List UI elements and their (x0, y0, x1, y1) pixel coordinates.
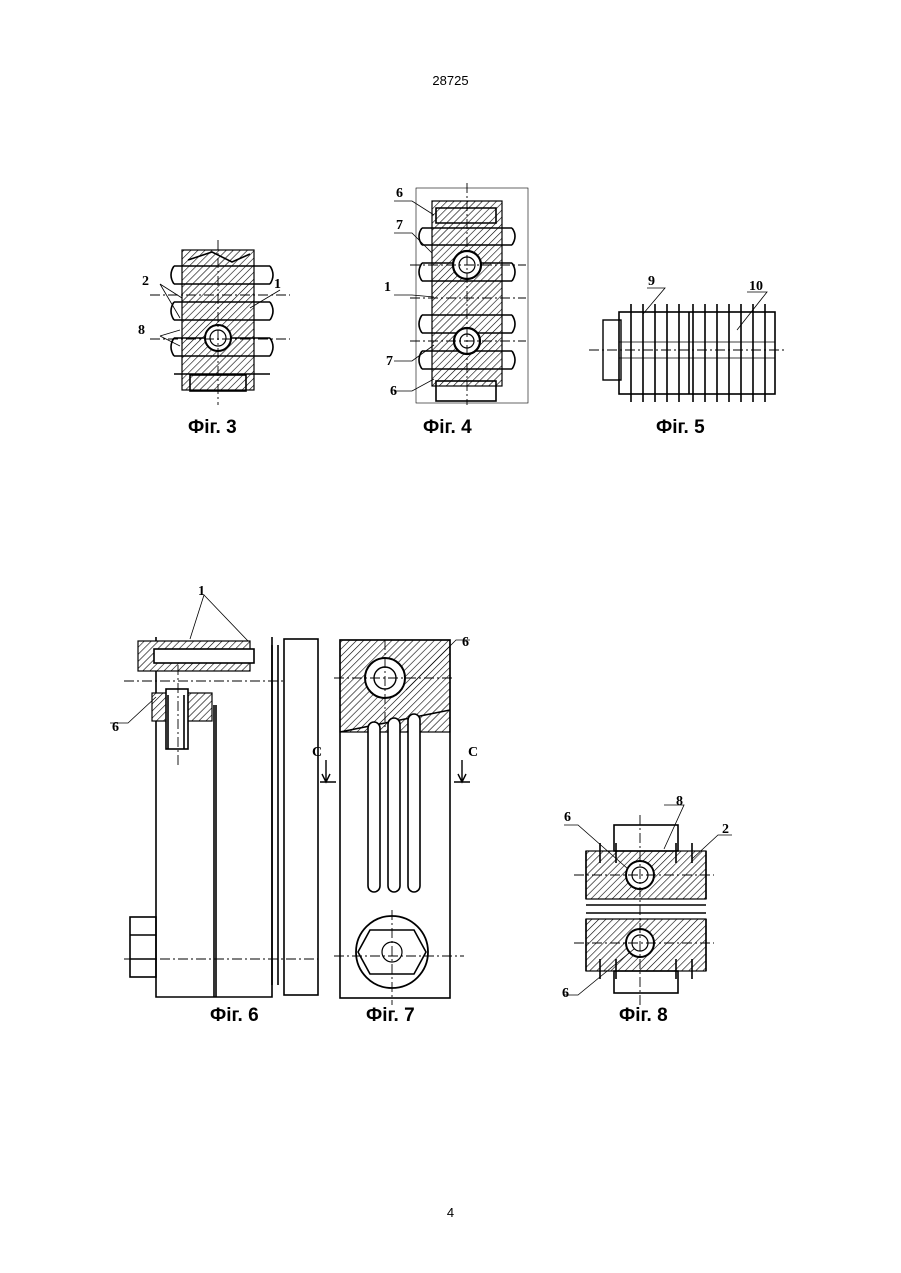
label-7-bottom: 7 (386, 354, 393, 369)
section-label-c-right: С (468, 745, 478, 760)
label-1: 1 (384, 280, 391, 295)
figure-6-drawing: 1 6 (108, 585, 323, 1005)
label-7-top: 7 (396, 218, 403, 233)
figure-6-caption: Фіг. 6 (210, 1005, 259, 1027)
figure-8-drawing: 6 8 2 6 (560, 795, 740, 1005)
label-6-bottom: 6 (390, 384, 397, 399)
label-6-top: 6 (396, 186, 403, 201)
label-10: 10 (749, 279, 763, 294)
label-8: 8 (138, 323, 145, 338)
figure-8-caption: Фіг. 8 (619, 1005, 668, 1027)
label-6: 6 (462, 635, 469, 650)
section-label-c-left: С (312, 745, 322, 760)
figure-3-caption: Фіг. 3 (188, 417, 237, 439)
label-6: 6 (112, 720, 119, 735)
page-number: 4 (0, 1205, 901, 1220)
label-1: 1 (274, 277, 281, 292)
label-2: 2 (722, 822, 729, 837)
label-9: 9 (648, 274, 655, 289)
label-6-top: 6 (564, 810, 571, 825)
figure-4-caption: Фіг. 4 (423, 417, 472, 439)
figure-5-drawing: 9 10 (585, 270, 790, 405)
figure-3-drawing: 2 1 8 (130, 240, 300, 405)
label-1: 1 (198, 584, 205, 599)
label-2: 2 (142, 274, 149, 289)
figure-4-drawing: 6 7 1 7 6 (380, 183, 530, 405)
figure-7-caption: Фіг. 7 (366, 1005, 415, 1027)
figure-5-caption: Фіг. 5 (656, 417, 705, 439)
patent-number: 28725 (0, 73, 901, 88)
figure-7-drawing: 6 С С (310, 630, 485, 1005)
label-6-bottom: 6 (562, 986, 569, 1001)
label-8: 8 (676, 794, 683, 809)
